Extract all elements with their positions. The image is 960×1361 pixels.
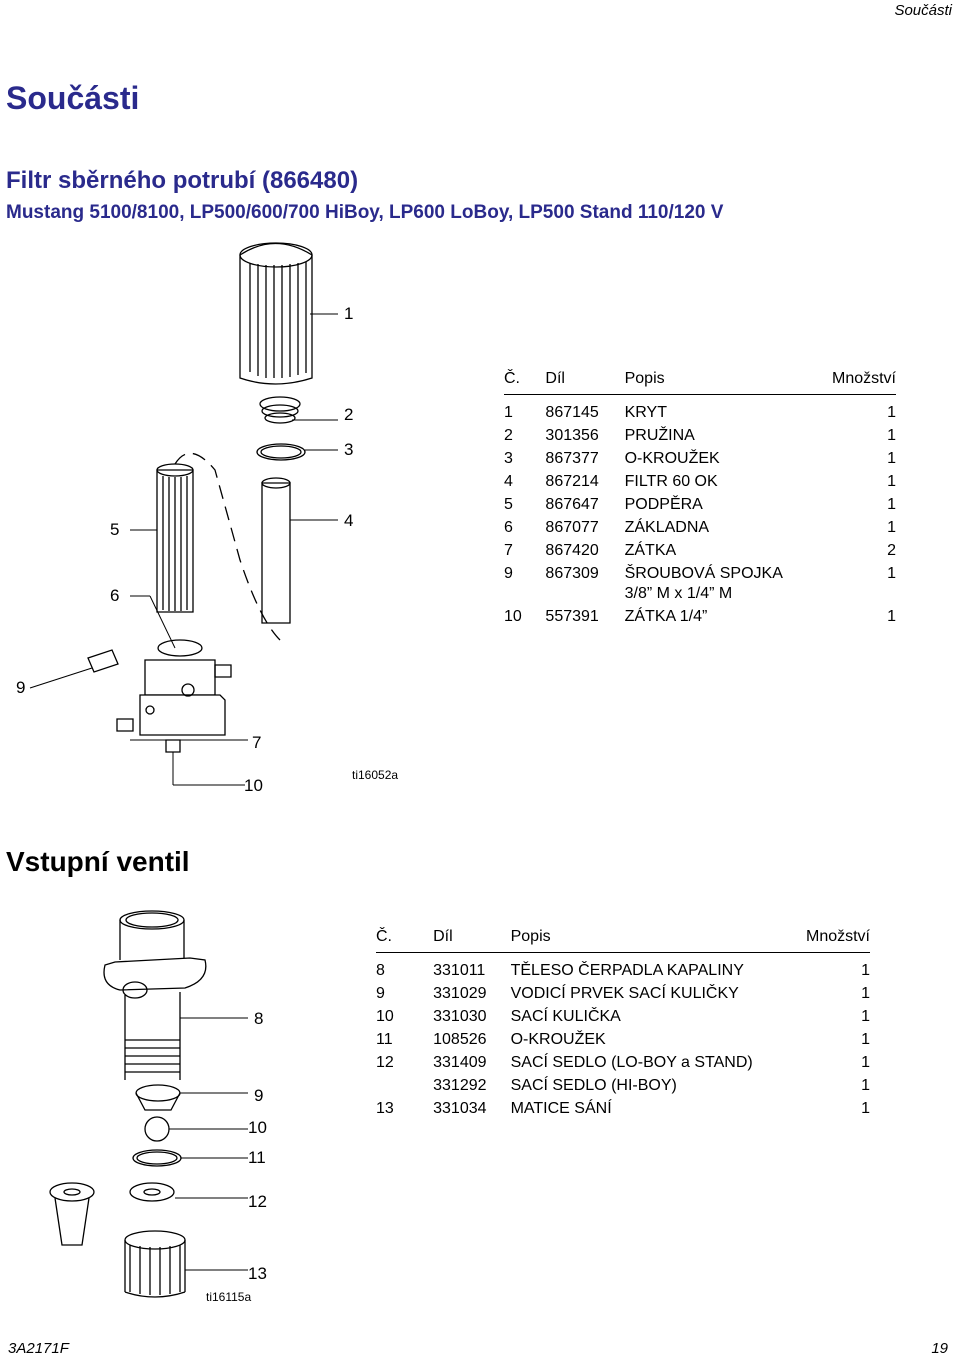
callout-label: 6	[110, 586, 120, 605]
figure-id: ti16115a	[206, 1290, 252, 1304]
col-header-description: Popis	[510, 926, 806, 953]
callout-label: 3	[344, 440, 354, 459]
col-header-no: Č.	[504, 368, 546, 395]
callout-label: 9	[16, 678, 26, 697]
callout-label: 4	[344, 511, 354, 530]
filter-exploded-illustration	[0, 0, 960, 850]
col-header-part: Díl	[545, 368, 625, 395]
figure-id: ti16052a	[352, 768, 399, 782]
callout-label: 12	[248, 1192, 267, 1211]
col-header-part: Díl	[433, 926, 511, 953]
callout-label: 2	[344, 405, 354, 424]
valve-heading: Vstupní ventil	[6, 846, 190, 877]
callout-label: 10	[248, 1118, 267, 1137]
callout-label: 7	[252, 733, 262, 752]
col-header-no: Č.	[376, 926, 434, 953]
callout-label: 5	[110, 520, 120, 539]
col-header-description: Popis	[624, 368, 832, 395]
col-header-qty: Množství	[805, 926, 870, 953]
table-row: 3/8” M x 1/4” M	[624, 585, 733, 602]
filter-subheading: Mustang 5100/8100, LP500/600/700 HiBoy, …	[6, 202, 724, 223]
running-header: Součásti	[894, 2, 952, 19]
callout-label: 10	[244, 776, 263, 795]
callout-label: 9	[254, 1086, 264, 1105]
callout-label: 1	[344, 304, 354, 323]
page-number: 19	[931, 1340, 948, 1357]
filter-heading: Filtr sběrného potrubí (866480)	[6, 167, 359, 194]
page-title: Součásti	[6, 80, 140, 116]
callout-label: 8	[254, 1009, 264, 1028]
callout-label: 13	[248, 1264, 267, 1283]
document-id: 3A2171F	[8, 1340, 69, 1357]
valve-exploded-illustration	[0, 900, 300, 1320]
callout-label: 11	[248, 1148, 266, 1167]
col-header-qty: Množství	[831, 368, 896, 395]
